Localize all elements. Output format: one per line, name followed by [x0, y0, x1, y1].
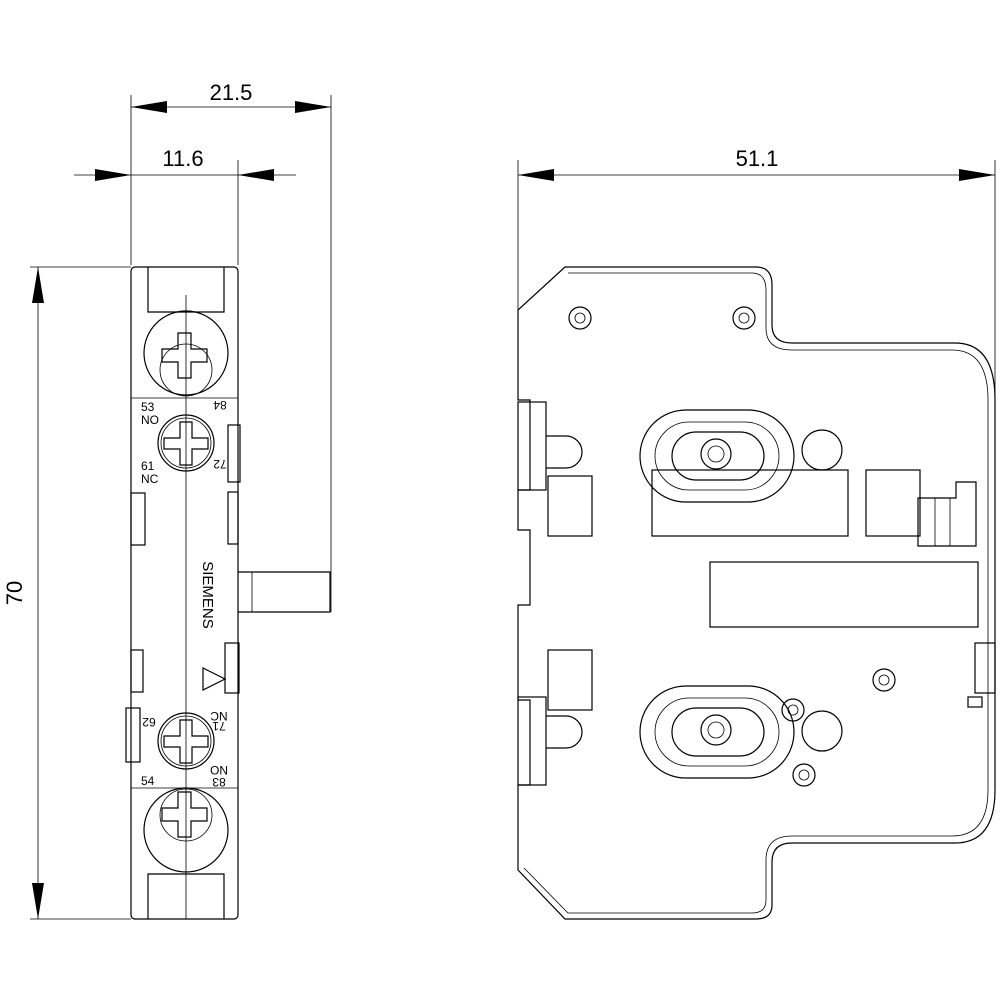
mounting-holes [568, 306, 896, 787]
terminal-label: NO [141, 413, 159, 427]
terminal-label: 61 [141, 459, 155, 473]
dimension-label: 21.5 [210, 80, 253, 105]
terminal-label: NC [210, 709, 228, 723]
terminal-screw [143, 310, 229, 397]
terminal-label: 62 [142, 715, 156, 729]
side-view: 53 NO 61 NC 84 72 62 NC 71 54 NO 83 SIEM… [125, 266, 331, 920]
terminal-label: NO [210, 763, 228, 777]
terminal-label: 71 [212, 719, 226, 733]
terminal-label: 84 [213, 398, 227, 412]
siemens-logo: SIEMENS [199, 561, 216, 629]
terminal-screw [143, 787, 229, 873]
dimension-label: 70 [2, 581, 27, 605]
terminal-label: 53 [141, 400, 155, 414]
slot-lower [639, 685, 843, 779]
dimension-label: 11.6 [162, 146, 203, 171]
dimension-21-5: 21.5 [130, 80, 332, 612]
front-view [517, 266, 996, 920]
triangle-mark [202, 667, 227, 691]
terminal-screw [157, 414, 215, 472]
dimension-11-6: 11.6 [74, 146, 296, 265]
dimension-70: 70 [2, 266, 131, 920]
terminal-label: 83 [212, 775, 226, 789]
dimension-label: 51.1 [736, 146, 779, 171]
terminal-label: 72 [213, 457, 227, 471]
slot-upper [639, 409, 843, 503]
terminal-screw [157, 712, 215, 770]
terminal-label: 54 [141, 774, 155, 788]
terminal-label: NC [141, 472, 159, 486]
